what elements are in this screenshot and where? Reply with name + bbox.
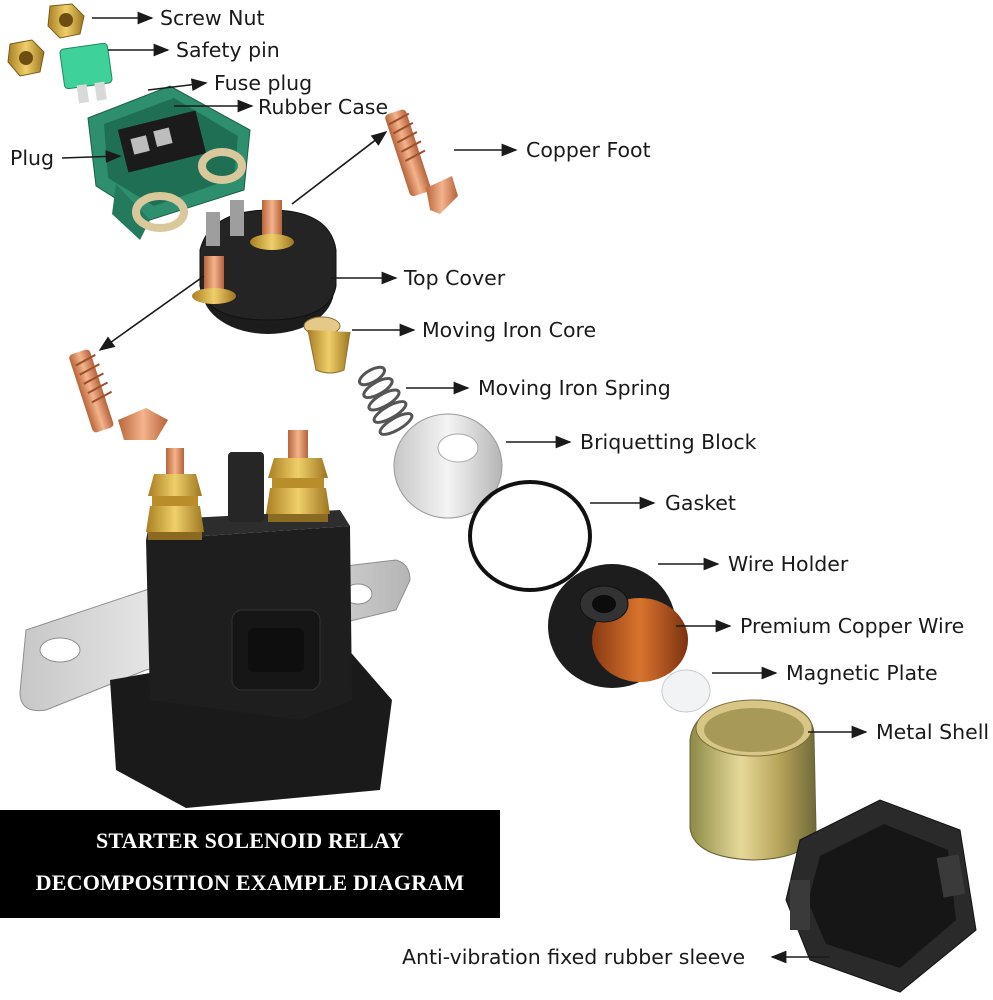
metal-shell-part bbox=[689, 699, 817, 861]
leader-copper-foot-top bbox=[291, 131, 388, 205]
top-cover-part bbox=[192, 200, 337, 334]
rubber-sleeve-part bbox=[785, 799, 977, 993]
gasket-part bbox=[468, 480, 592, 592]
label-magnetic-plate: Magnetic Plate bbox=[786, 661, 938, 685]
banner-title-line-2: DECOMPOSITION EXAMPLE DIAGRAM bbox=[35, 870, 465, 895]
label-rubber-sleeve: Anti-vibration fixed rubber sleeve bbox=[402, 945, 746, 969]
wire-holder-part bbox=[548, 564, 688, 688]
label-briquetting-block: Briquetting Block bbox=[580, 430, 757, 454]
moving-iron-spring-part bbox=[358, 365, 414, 436]
copper-foot-part-top bbox=[385, 109, 458, 214]
briquetting-block-part bbox=[393, 413, 503, 519]
banner-title-line-1: STARTER SOLENOID RELAY bbox=[95, 828, 405, 853]
moving-iron-core-part bbox=[303, 316, 351, 374]
leader-plug bbox=[61, 150, 122, 163]
label-copper-foot: Copper Foot bbox=[526, 138, 651, 162]
leader-copper-foot-left bbox=[98, 275, 205, 351]
assembled-solenoid bbox=[19, 430, 411, 808]
label-screw-nut: Screw Nut bbox=[160, 6, 265, 30]
title-banner: STARTER SOLENOID RELAY DECOMPOSITION EXA… bbox=[0, 810, 500, 918]
magnetic-plate-part bbox=[661, 669, 711, 713]
label-moving-iron-spring: Moving Iron Spring bbox=[478, 376, 671, 400]
label-moving-iron-core: Moving Iron Core bbox=[422, 318, 597, 342]
safety-pin-part bbox=[59, 42, 113, 104]
rubber-case-part bbox=[87, 85, 251, 240]
label-fuse-plug: Fuse plug bbox=[214, 71, 313, 95]
label-top-cover: Top Cover bbox=[404, 266, 506, 290]
screw-nut-part bbox=[7, 3, 85, 77]
label-premium-copper-wire: Premium Copper Wire bbox=[740, 614, 965, 638]
label-plug: Plug bbox=[10, 146, 55, 170]
label-wire-holder: Wire Holder bbox=[728, 552, 849, 576]
label-rubber-case: Rubber Case bbox=[258, 95, 389, 119]
label-safety-pin: Safety pin bbox=[176, 38, 280, 62]
copper-foot-part-left bbox=[69, 349, 168, 440]
label-gasket: Gasket bbox=[665, 491, 736, 515]
label-metal-shell: Metal Shell bbox=[876, 720, 990, 744]
leader-fuse-plug bbox=[147, 78, 208, 92]
